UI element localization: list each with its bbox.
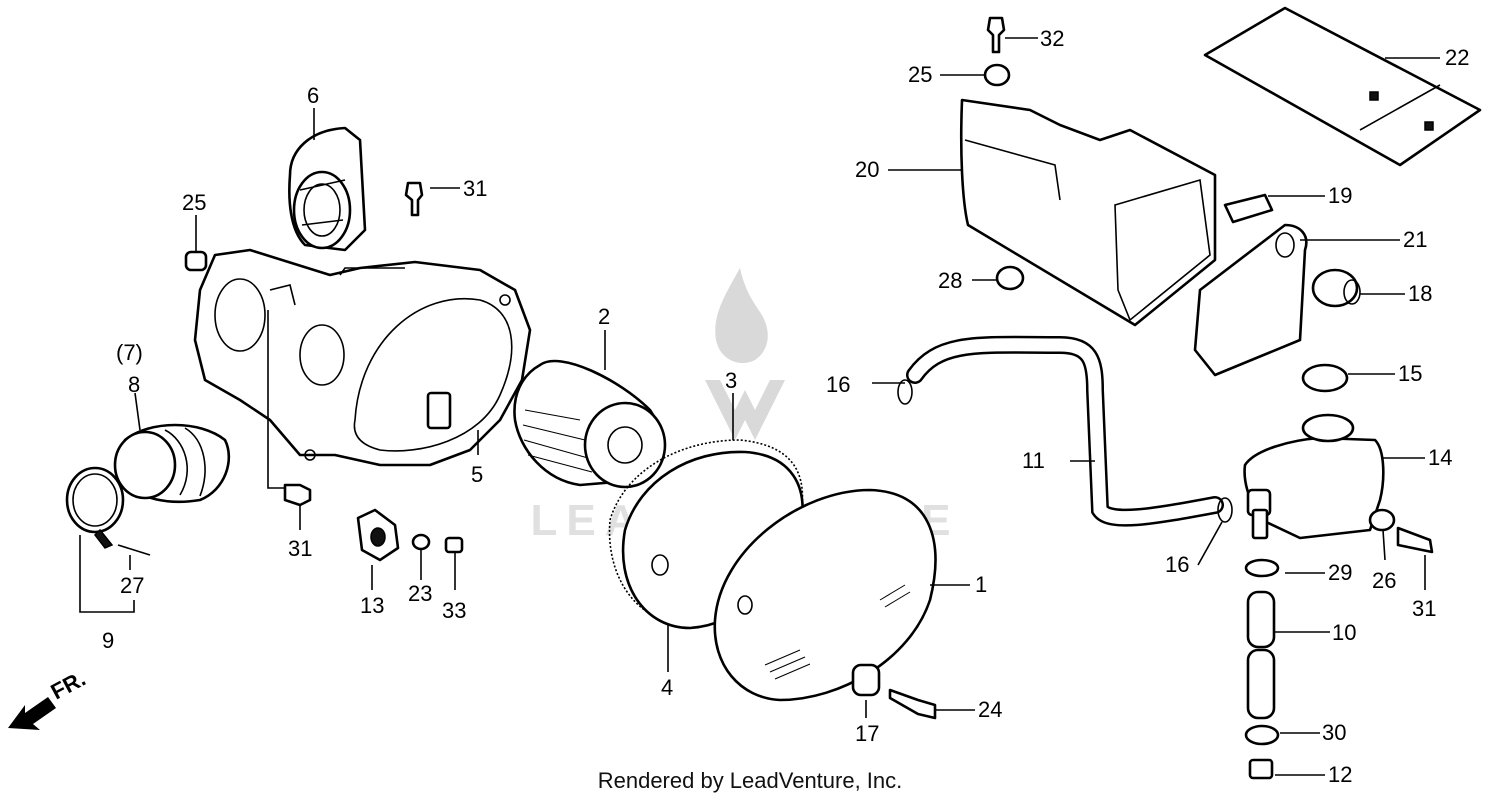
clamp-bracket [356, 508, 400, 562]
callout-5: 5 [471, 462, 483, 487]
callout-16-right: 16 [1165, 552, 1189, 577]
callout-33: 33 [442, 598, 466, 623]
callout-29: 29 [1328, 560, 1352, 585]
clip-16-right [1217, 497, 1233, 523]
collar-26 [1368, 508, 1396, 532]
air-cleaner-case [193, 248, 532, 467]
bolt-31-lower [283, 483, 312, 507]
bolt-31-right [1396, 526, 1434, 554]
callout-7: (7) [116, 340, 143, 365]
grommet-25-right [983, 63, 1011, 87]
callout-23: 23 [408, 581, 432, 606]
duct [288, 126, 367, 252]
clip-16-left [897, 379, 913, 405]
clip-30 [1244, 724, 1280, 746]
callout-30: 30 [1322, 720, 1346, 745]
callout-4: 4 [661, 675, 673, 700]
callout-24: 24 [978, 697, 1002, 722]
callout-13: 13 [360, 593, 384, 618]
callout-19: 19 [1328, 183, 1352, 208]
callout-1: 1 [975, 572, 987, 597]
callout-15: 15 [1398, 361, 1422, 386]
callout-25-right: 25 [908, 62, 932, 87]
callout-28: 28 [938, 268, 962, 293]
battery-tray-plate [1203, 6, 1482, 167]
callout-20: 20 [855, 157, 879, 182]
callout-32: 32 [1040, 26, 1064, 51]
washer-23 [411, 533, 431, 551]
bolt-32 [986, 16, 1006, 54]
collar-17 [851, 663, 881, 697]
front-arrow-icon [8, 697, 56, 730]
callout-2: 2 [598, 304, 610, 329]
callout-14: 14 [1428, 445, 1452, 470]
callout-9: 9 [102, 628, 114, 653]
callout-11: 11 [1022, 448, 1045, 473]
plug-12 [1248, 758, 1274, 780]
callout-31-lower: 31 [288, 536, 312, 561]
air-cleaner-cover [713, 488, 937, 702]
cushion-15 [1301, 363, 1349, 393]
drain-tank [1243, 413, 1385, 540]
battery-box [959, 98, 1217, 327]
grommet-25-left [184, 250, 208, 272]
screw-27 [117, 544, 151, 556]
battery-box-lid [1193, 223, 1308, 377]
leader-lines [79, 37, 1440, 776]
callout-21: 21 [1403, 227, 1427, 252]
connecting-tube [113, 423, 231, 504]
screw-33 [444, 536, 464, 554]
direction-label: FR. [47, 666, 90, 705]
clip-19 [1223, 193, 1274, 224]
callout-18: 18 [1408, 281, 1432, 306]
callout-10: 10 [1332, 620, 1356, 645]
breather-tube [906, 335, 1224, 527]
bolt-31-top [404, 181, 424, 217]
callout-8: 8 [128, 372, 140, 397]
callout-31-right: 31 [1412, 596, 1436, 621]
callout-31-top: 31 [463, 176, 487, 201]
grommet-18 [1311, 268, 1361, 308]
callout-12: 12 [1328, 762, 1352, 787]
callout-6: 6 [307, 83, 319, 108]
nut-28 [995, 265, 1025, 291]
callout-26: 26 [1372, 568, 1396, 593]
callout-16-left: 16 [826, 372, 850, 397]
callout-17: 17 [855, 721, 879, 746]
air-filter-element [513, 359, 667, 489]
callout-22: 22 [1445, 45, 1469, 70]
callout-3: 3 [725, 368, 737, 393]
clip-29 [1244, 558, 1280, 578]
callout-25-left: 25 [182, 190, 206, 215]
screw-24 [888, 688, 937, 720]
tube-band [65, 466, 125, 549]
callout-27: 27 [120, 573, 144, 598]
drain-tube [1246, 590, 1276, 720]
footer-credit: Rendered by LeadVenture, Inc. [597, 768, 903, 793]
